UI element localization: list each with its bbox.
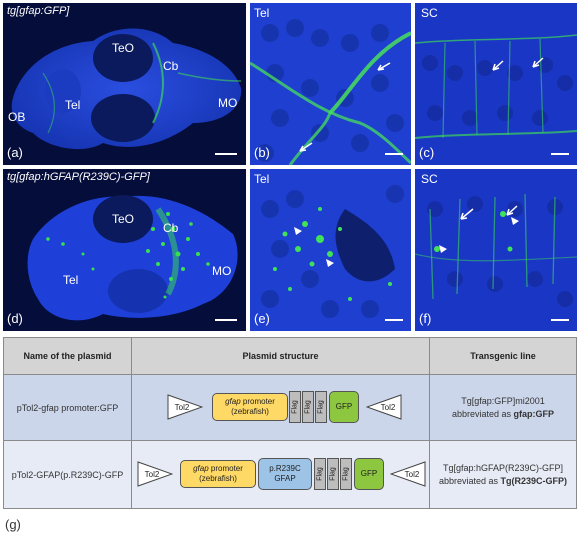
label-teo-d: TeO — [112, 212, 135, 226]
panel-b-letter: (b) — [254, 145, 270, 160]
panel-a-title: tg[gfap:GFP] — [7, 5, 70, 17]
panel-f-micrograph — [415, 193, 577, 307]
panel-c-scale-bar — [551, 153, 569, 155]
panel-b-scale-bar — [385, 153, 403, 155]
label-teo: TeO — [112, 41, 135, 55]
header-plasmid-name: Name of the plasmid — [3, 337, 132, 375]
transgenic-line-name-2: Tg[gfap:hGFAP(R239C)-GFP] — [442, 462, 564, 473]
panel-e-scale-bar — [385, 319, 403, 321]
flag-box: Flag — [315, 391, 327, 423]
abbrev-name-2: Tg(R239C-GFP) — [500, 475, 568, 486]
table-header-row: Name of the plasmid Plasmid structure Tr… — [3, 337, 577, 375]
abbrev-prefix-2: abbreviated as — [438, 475, 498, 486]
construct-diagram-2: Tol2 gfap promoter (zebrafish) p.R239C G… — [132, 441, 429, 508]
label-tel-d: Tel — [63, 273, 79, 287]
panel-d-scale-bar — [215, 319, 237, 321]
header-transgenic-line: Transgenic line — [429, 337, 577, 375]
tol2-right-arrow — [366, 394, 402, 420]
promoter-gene: gfap — [225, 397, 241, 406]
panel-e-telencephalon-mutant: Tel (e) — [250, 169, 411, 331]
panel-c-title: SC — [421, 6, 438, 20]
table-row: pTol2-GFAP(p.R239C)-GFP Tol2 gfap promot… — [3, 440, 577, 509]
panel-f-scale-bar — [551, 319, 569, 321]
promoter-box: gfap promoter (zebrafish) — [212, 393, 288, 421]
construct-diagram-1: Tol2 gfap promoter (zebrafish) Flag Flag… — [132, 375, 429, 440]
panel-b-micrograph — [250, 19, 411, 165]
transgenic-line-2: Tg[gfap:hGFAP(R239C)-GFP] abbreviated as… — [429, 440, 577, 509]
gfap-mutant-box: p.R239C GFAP — [258, 458, 312, 490]
gfp-box: GFP — [354, 458, 384, 490]
panel-f-letter: (f) — [419, 311, 432, 326]
plasmid-structure-1: Tol2 gfap promoter (zebrafish) Flag Flag… — [131, 374, 430, 441]
transgenic-line-name-1: Tg[gfap:GFP]mi2001 — [461, 395, 545, 406]
panel-b-telencephalon: Tel (b) — [250, 3, 411, 165]
label-cb: Cb — [163, 59, 179, 73]
tol2-right-arrow — [390, 461, 426, 487]
plasmid-structure-2: Tol2 gfap promoter (zebrafish) p.R239C G… — [131, 440, 430, 509]
promoter-box: gfap promoter (zebrafish) — [180, 460, 256, 488]
panel-g-letter: (g) — [5, 517, 21, 532]
promoter-word: promoter — [242, 397, 275, 406]
flag-box: Flag — [302, 391, 314, 423]
panel-d-letter: (d) — [7, 311, 23, 326]
promoter-gene: gfap — [193, 464, 209, 473]
panel-a-scale-bar — [215, 153, 237, 155]
panel-e-title: Tel — [254, 172, 270, 186]
plasmid-name-2: pTol2-GFAP(p.R239C)-GFP — [3, 440, 132, 509]
promoter-word: promoter — [210, 464, 243, 473]
panel-d-micrograph — [27, 195, 238, 321]
gfp-box: GFP — [329, 391, 359, 423]
label-mo-d: MO — [212, 264, 232, 278]
tol2-left-label: Tol2 — [174, 403, 190, 412]
flag-box: Flag — [314, 458, 326, 490]
plasmid-table: Name of the plasmid Plasmid structure Tr… — [3, 337, 577, 509]
flag-box: Flag — [327, 458, 339, 490]
panel-c-micrograph — [415, 34, 577, 139]
panel-f-title: SC — [421, 172, 438, 186]
tol2-left-arrow — [167, 394, 203, 420]
promoter-species: (zebrafish) — [231, 407, 269, 416]
panel-a-letter: (a) — [7, 145, 23, 160]
panel-e-letter: (e) — [254, 311, 270, 326]
panel-d-title: tg[gfap:hGFAP(R239C)-GFP] — [7, 171, 150, 183]
panel-a-brain-overview: tg[gfap:GFP] TeO Cb MO Tel OB (a) — [3, 3, 246, 165]
panel-d-brain-mutant: tg[gfap:hGFAP(R239C)-GFP] TeO Cb MO Tel … — [3, 169, 246, 331]
promoter-species: (zebrafish) — [199, 474, 237, 483]
panel-e-micrograph — [261, 185, 404, 318]
header-plasmid-structure: Plasmid structure — [131, 337, 430, 375]
plasmid-name-1: pTol2-gfap promoter:GFP — [3, 374, 132, 441]
panel-c-spinal-cord: SC (c) — [415, 3, 577, 165]
tol2-left-label: Tol2 — [144, 470, 160, 479]
tol2-left-arrow — [137, 461, 173, 487]
label-tel: Tel — [65, 98, 81, 112]
panel-a-micrograph — [11, 28, 242, 150]
abbrev-prefix-1: abbreviated as — [451, 408, 512, 419]
panel-c-letter: (c) — [419, 145, 435, 160]
panel-f-spinal-cord-mutant: SC (f) — [415, 169, 577, 331]
panel-b-title: Tel — [254, 6, 270, 20]
label-ob: OB — [8, 110, 26, 124]
tol2-right-label: Tol2 — [404, 470, 420, 479]
label-cb-d: Cb — [163, 221, 179, 235]
abbrev-name-1: gfap:GFP — [513, 408, 555, 419]
label-mo: MO — [218, 96, 238, 110]
flag-box: Flag — [289, 391, 301, 423]
flag-box: Flag — [340, 458, 352, 490]
table-row: pTol2-gfap promoter:GFP Tol2 gfap promot… — [3, 374, 577, 441]
transgenic-line-1: Tg[gfap:GFP]mi2001 abbreviated as gfap:G… — [429, 374, 577, 441]
tol2-right-label: Tol2 — [380, 403, 396, 412]
